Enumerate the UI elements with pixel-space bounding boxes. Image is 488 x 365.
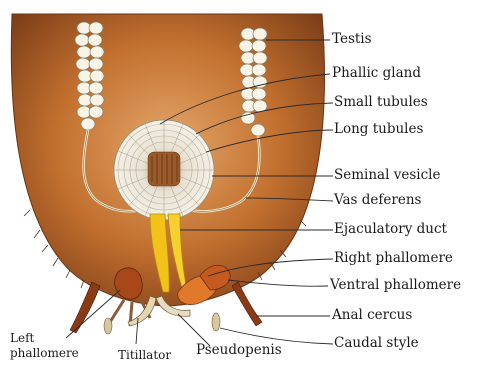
label-caudal-style: Caudal style	[334, 336, 419, 351]
label-seminal-vesicle: Seminal vesicle	[334, 168, 440, 183]
label-left-phallomere-2: phallomere	[10, 346, 79, 361]
caudal-style	[104, 313, 220, 334]
anal-cercus-left	[70, 282, 100, 333]
vesicle-core	[148, 152, 180, 186]
label-anal-cercus: Anal cercus	[332, 308, 412, 323]
label-ejaculatory-duct: Ejaculatory duct	[334, 222, 447, 237]
label-left-phallomere-1: Left	[10, 331, 34, 346]
label-right-phallomere: Right phallomere	[334, 251, 453, 266]
label-titillator: Titillator	[118, 348, 171, 363]
label-pseudopenis: Pseudopenis	[196, 343, 282, 358]
label-vas-deferens: Vas deferens	[334, 193, 421, 208]
label-small-tubules: Small tubules	[334, 95, 428, 110]
testis-left	[75, 22, 104, 130]
anal-cercus-right	[232, 282, 262, 326]
label-long-tubules: Long tubules	[334, 122, 423, 137]
label-phallic-gland: Phallic gland	[332, 66, 421, 81]
label-testis: Testis	[332, 32, 372, 47]
label-ventral-phallomere: Ventral phallomere	[330, 278, 461, 293]
